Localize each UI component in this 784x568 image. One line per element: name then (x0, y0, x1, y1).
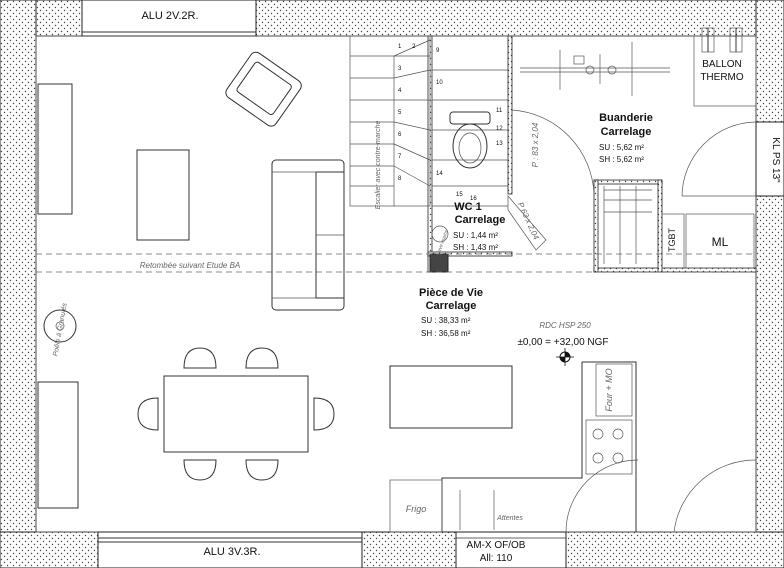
entrance-door: AM-X OF/OB All: 110 (455, 531, 567, 568)
tgbt: TGBT (661, 213, 685, 269)
entrance-door-label-2: All: 110 (480, 553, 513, 564)
room-piece-name: Pièce de Vie (419, 287, 483, 299)
stair-step-number: 7 (398, 154, 402, 160)
sideboard (37, 381, 79, 509)
room-buanderie-floor: Carrelage (601, 126, 652, 138)
stair-step-number: 11 (496, 108, 503, 114)
dining-chair (137, 397, 159, 431)
stair-step-number: 5 (398, 110, 402, 116)
right-door-label: KL PS 13" (770, 137, 781, 183)
dining-chair (245, 459, 279, 481)
ml-label: ML (712, 235, 729, 249)
ballon-label-2: THERMO (700, 72, 744, 83)
stair-step-number: 13 (496, 141, 503, 147)
tv-unit (37, 83, 73, 215)
frigo-label: Frigo (406, 504, 427, 514)
room-wc: WC 1 Carrelage SU : 1,44 m² SH : 1,43 m² (453, 201, 505, 252)
armchair (225, 51, 302, 127)
room-wc-sh: SH : 1,43 m² (453, 243, 498, 252)
stair-step-number: 15 (456, 192, 463, 198)
stair-step-number: 6 (398, 132, 402, 138)
room-piece-de-vie: Pièce de Vie Carrelage SU : 38,33 m² SH … (419, 287, 483, 338)
coffee-table (136, 149, 190, 241)
tgbt-label: TGBT (667, 227, 677, 252)
stair-step-number: 12 (496, 126, 503, 132)
window-bottom: ALU 3V.3R. (97, 531, 363, 568)
entrance-door-label-1: AM-X OF/OB (467, 540, 526, 551)
attentes-label: Attentes (496, 515, 523, 522)
heat-pump-pipes (520, 42, 670, 96)
room-buanderie-name: Buanderie (599, 112, 653, 124)
stair-step-number: 16 (470, 196, 477, 202)
room-piece-floor: Carrelage (426, 300, 477, 312)
poele-label: Poêle à Granulés (52, 302, 68, 357)
window-top-label: ALU 2V.2R. (141, 10, 198, 22)
window-top: ALU 2V.2R. (81, 0, 257, 37)
kitchen-island (389, 365, 513, 429)
dining-chair (245, 347, 279, 369)
sofa (271, 159, 345, 311)
room-wc-name: WC 1 (454, 201, 482, 213)
entrance-door-swing (565, 459, 757, 533)
stair-step-number: 1 (398, 44, 402, 50)
level-label: ±0,00 = +32,00 NGF (517, 337, 608, 348)
room-buanderie: Buanderie Carrelage SU : 5,62 m² SH : 5,… (599, 112, 653, 164)
room-wc-floor: Carrelage (455, 214, 506, 226)
room-buanderie-sh: SH : 5,62 m² (599, 155, 644, 164)
room-piece-su: SU : 38,33 m² (421, 316, 471, 325)
stair-label: Escalier avec contre-marche (375, 121, 382, 210)
stair-step-number: 4 (398, 88, 402, 94)
wc-door-size-label: P : 83 x 2,04 (531, 122, 540, 167)
retombee-label: Retombée suivant Etude BA (140, 261, 241, 270)
dining-table (137, 347, 335, 481)
room-piece-sh: SH : 36,58 m² (421, 329, 471, 338)
dining-chair (183, 459, 217, 481)
room-wc-su: SU : 1,44 m² (453, 231, 498, 240)
stair-step-number: 9 (436, 48, 440, 54)
dining-chair (313, 397, 335, 431)
kitchen-counter: Four + MO Frigo Attentes (389, 361, 637, 533)
rdc-label: RDC HSP 250 (539, 321, 591, 330)
ballon-label-1: BALLON (702, 59, 741, 70)
buanderie-cupboard (603, 186, 652, 264)
stair-step-number: 2 (412, 44, 416, 50)
stair-step-number: 3 (398, 66, 402, 72)
stair-step-number: 8 (398, 176, 402, 182)
stair-step-number: 10 (436, 80, 443, 86)
ballon-thermo: BALLON THERMO (693, 27, 757, 107)
wc-lave-mains-label: lave-mains (436, 229, 450, 254)
washing-machine: ML (685, 213, 755, 269)
dining-chair (183, 347, 217, 369)
level-marker-icon (556, 348, 574, 366)
room-buanderie-su: SU : 5,62 m² (599, 143, 644, 152)
wc-door-size-label-2: P 63 x 2,04 (516, 201, 541, 242)
four-mo-label: Four + MO (604, 368, 614, 411)
pellet-stove: Poêle à Granulés (43, 302, 77, 357)
stair-step-number: 14 (436, 171, 443, 177)
right-door: KL PS 13" (681, 121, 784, 197)
window-bottom-label: ALU 3V.3R. (203, 546, 260, 558)
